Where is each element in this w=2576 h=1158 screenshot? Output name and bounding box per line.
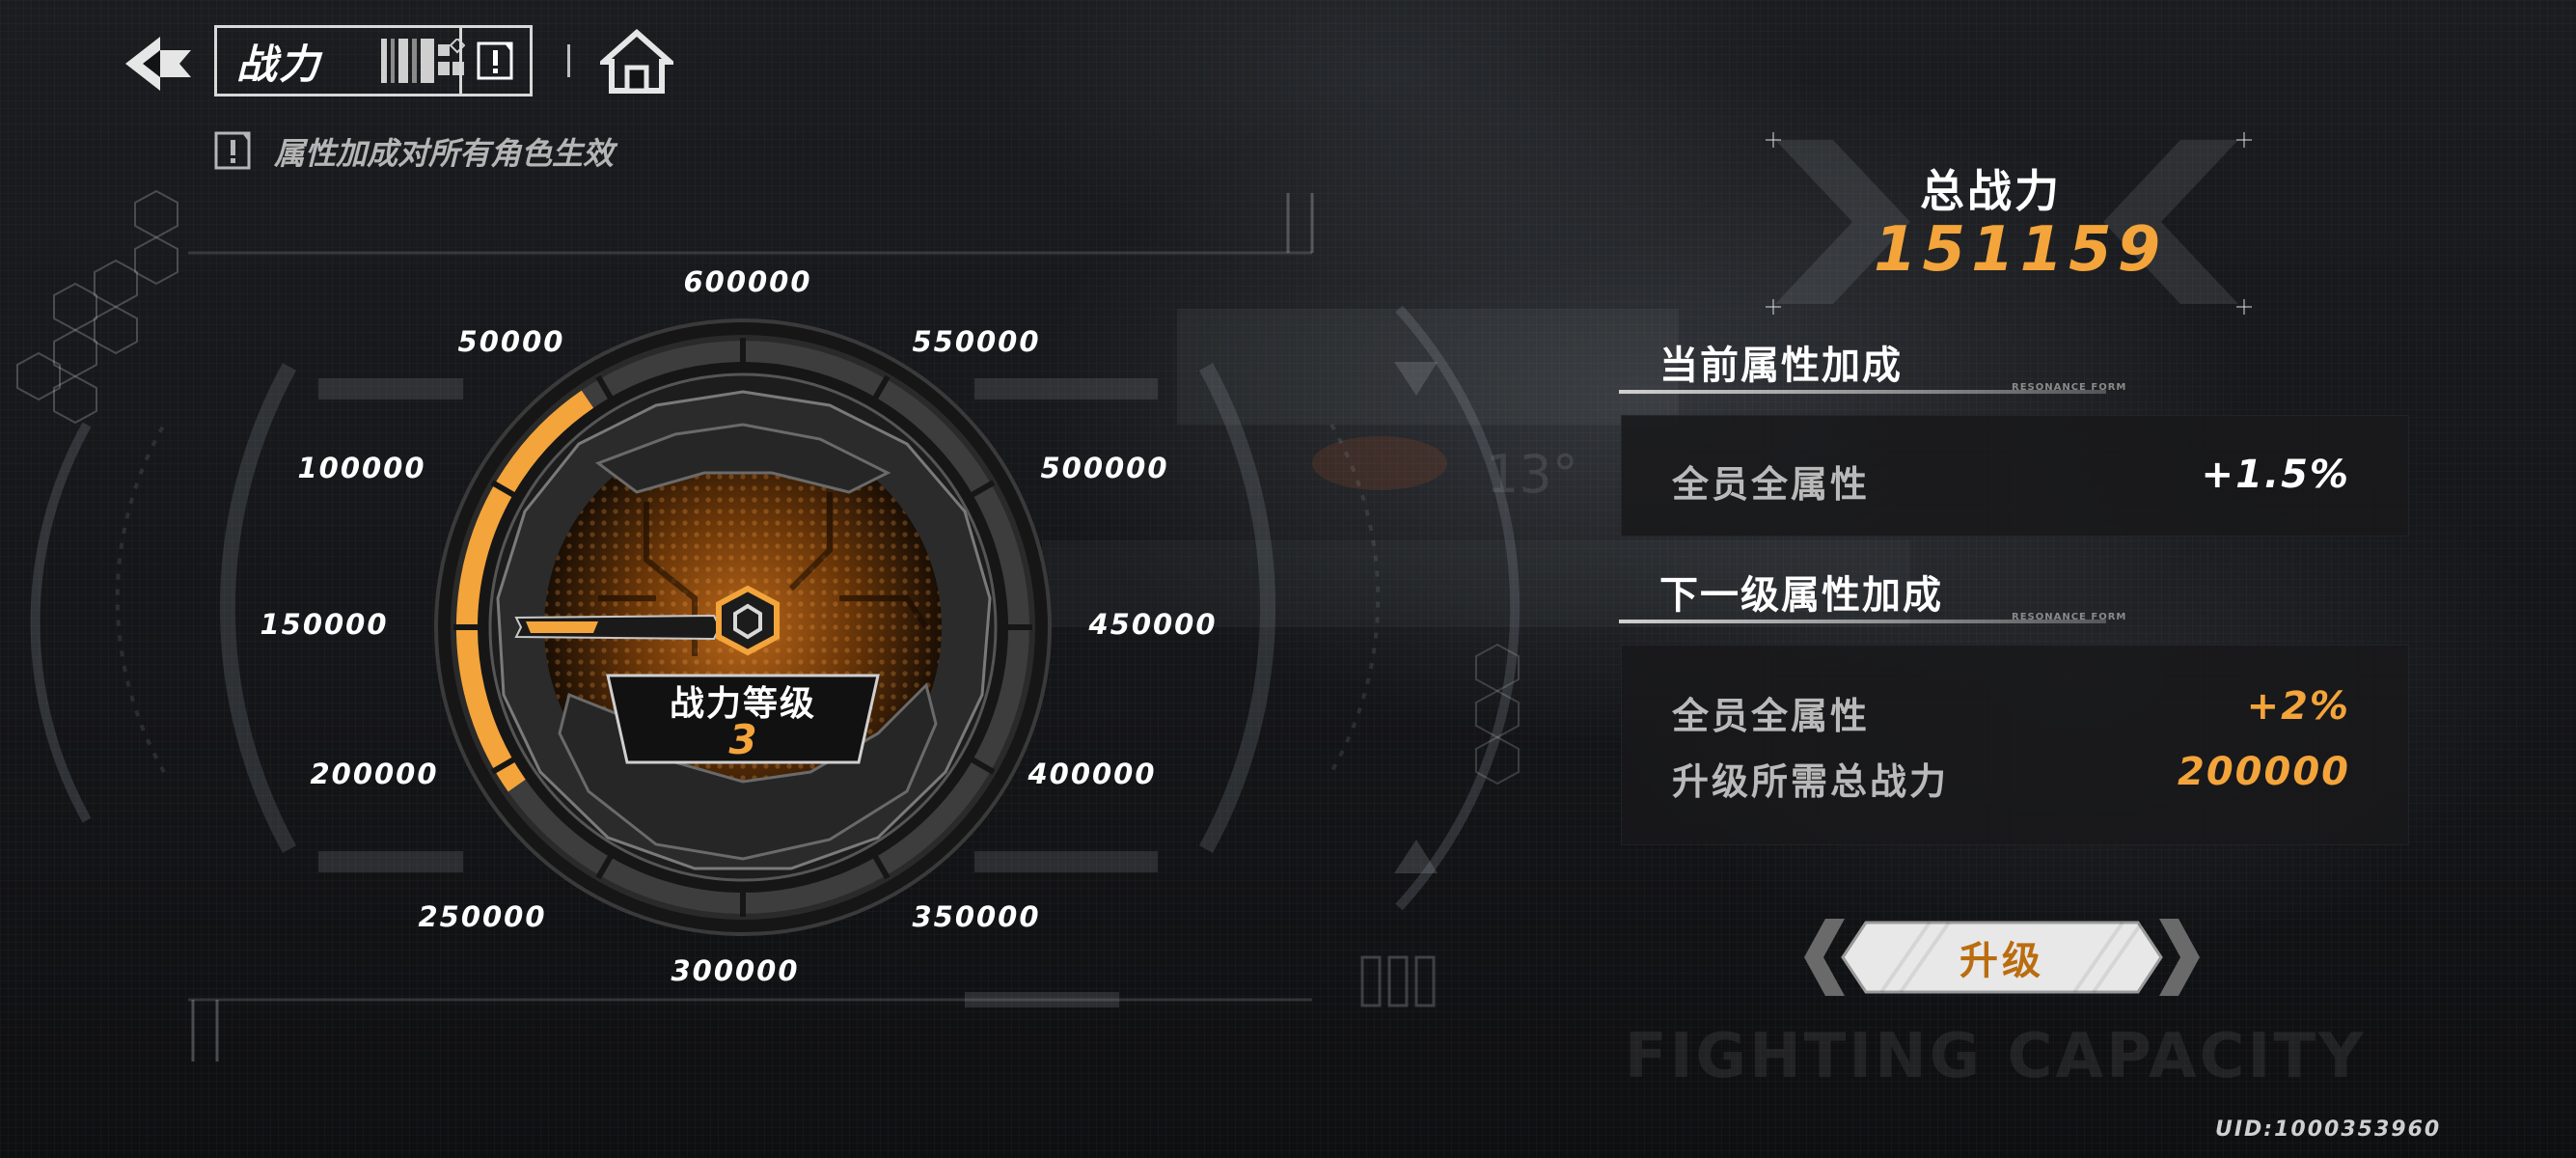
tick-label: 100000 (297, 452, 426, 484)
next-stat-value: +2% (2246, 684, 2350, 729)
gauge-divider (871, 374, 891, 401)
level-label: 战力等级 (669, 684, 816, 724)
tick-label: 250000 (418, 900, 547, 933)
required-power-name: 升级所需总战力 (1672, 760, 1950, 803)
tick-label: 600000 (683, 265, 812, 298)
home-button[interactable] (596, 28, 677, 96)
upgrade-button[interactable]: 升级 (1804, 919, 2200, 996)
next-bonus-tag: RESONANCE FORM (2012, 612, 2127, 622)
tick-label: 200000 (310, 758, 439, 790)
hexagon-pattern-icon (16, 189, 178, 425)
tick-label: 300000 (671, 954, 800, 987)
title-decor-bars (381, 28, 465, 94)
needle-icon (514, 585, 780, 656)
tick-label: 550000 (912, 325, 1041, 358)
tick-label: 350000 (912, 900, 1041, 933)
back-button[interactable] (122, 33, 199, 95)
current-stat-name: 全员全属性 (1672, 463, 1871, 506)
info-button[interactable] (459, 28, 530, 94)
tick-label: 450000 (1088, 608, 1218, 641)
title-panel: 战力 (214, 25, 533, 96)
uid-label: UID:1000353960 (2215, 1117, 2442, 1142)
level-plate (606, 674, 880, 764)
tick-label: 400000 (1028, 758, 1157, 790)
level-value: 3 (728, 716, 757, 763)
notice-info-icon (214, 131, 251, 170)
page-title: 战力 (236, 40, 322, 88)
level-plate-text: 战力等级 3 (608, 676, 878, 763)
current-stat-value: +1.5% (2201, 453, 2350, 497)
gauge-divider (871, 853, 891, 880)
current-bonus-title: 当前属性加成 (1659, 344, 1903, 388)
tick-label: 150000 (260, 608, 389, 641)
gauge-divider (595, 374, 615, 401)
back-arrow-icon (125, 37, 191, 91)
gauge-progress-arc (456, 390, 594, 792)
next-bonus-title: 下一级属性加成 (1659, 573, 1943, 618)
total-power-label: 总战力 (1920, 165, 2062, 217)
next-bonus-box: 全员全属性 +2% 升级所需总战力 200000 (1621, 645, 2409, 845)
bg-temperature: 13° (1486, 444, 1578, 505)
info-icon (477, 41, 513, 80)
gauge-divider (969, 480, 996, 499)
next-stat-name: 全员全属性 (1672, 695, 1871, 737)
next-bonus-underline (1619, 620, 2106, 623)
required-power-value: 200000 (2178, 750, 2350, 794)
gauge-divider (490, 480, 517, 499)
gauge-divider (969, 756, 996, 775)
upgrade-label: 升级 (1959, 939, 2044, 983)
gauge-divider (595, 853, 615, 880)
total-power-value: 151159 (1874, 214, 2167, 286)
current-bonus-box: 全员全属性 +1.5% (1621, 415, 2409, 537)
gauge-divider (490, 756, 517, 775)
home-icon (596, 28, 677, 94)
header-separator (567, 44, 570, 77)
tick-label: 50000 (457, 325, 565, 358)
tick-label: 500000 (1040, 452, 1169, 484)
power-gauge (434, 318, 1052, 936)
watermark-text: FIGHTING CAPACITY (1625, 1021, 2367, 1092)
notice-text: 属性加成对所有角色生效 (274, 135, 615, 172)
current-bonus-underline (1619, 390, 2106, 394)
current-bonus-tag: RESONANCE FORM (2012, 382, 2127, 393)
